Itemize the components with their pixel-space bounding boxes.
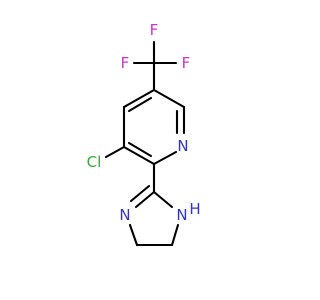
- bond-c5-c6: [152, 88, 186, 109]
- atom-f-right: F: [182, 54, 191, 72]
- molecule-structure: F F F N Cl N N H: [87, 21, 201, 247]
- atom-cl: Cl: [87, 153, 102, 171]
- atom-n-pyridine: N: [177, 137, 188, 155]
- bond-c3-cl: [104, 145, 126, 159]
- bond-c2prime-n1: [152, 190, 174, 209]
- atom-nh-h: H: [189, 200, 200, 218]
- atom-nh-n: N: [176, 206, 187, 224]
- molecule-canvas: F F F N Cl N N H: [86, 21, 201, 247]
- bond-c5-n1: [170, 223, 180, 247]
- bond-c5-c4-inner: [127, 96, 153, 113]
- bond-c5-c4: [122, 88, 156, 109]
- atom-f-left: F: [121, 54, 130, 72]
- bond-c2prime-n3-inner: [129, 184, 151, 203]
- bond-n1-c2: [152, 150, 178, 166]
- atom-f-top: F: [150, 21, 159, 39]
- bond-c2-c3-inner: [127, 141, 153, 158]
- bond-c2prime-n3: [134, 190, 156, 209]
- atom-n-imidazoline: N: [119, 206, 130, 224]
- bonds: [104, 40, 186, 247]
- bond-c2-c3: [122, 145, 156, 166]
- atom-labels: F F F N Cl N N H: [87, 21, 201, 224]
- bond-n3-c4: [128, 223, 139, 247]
